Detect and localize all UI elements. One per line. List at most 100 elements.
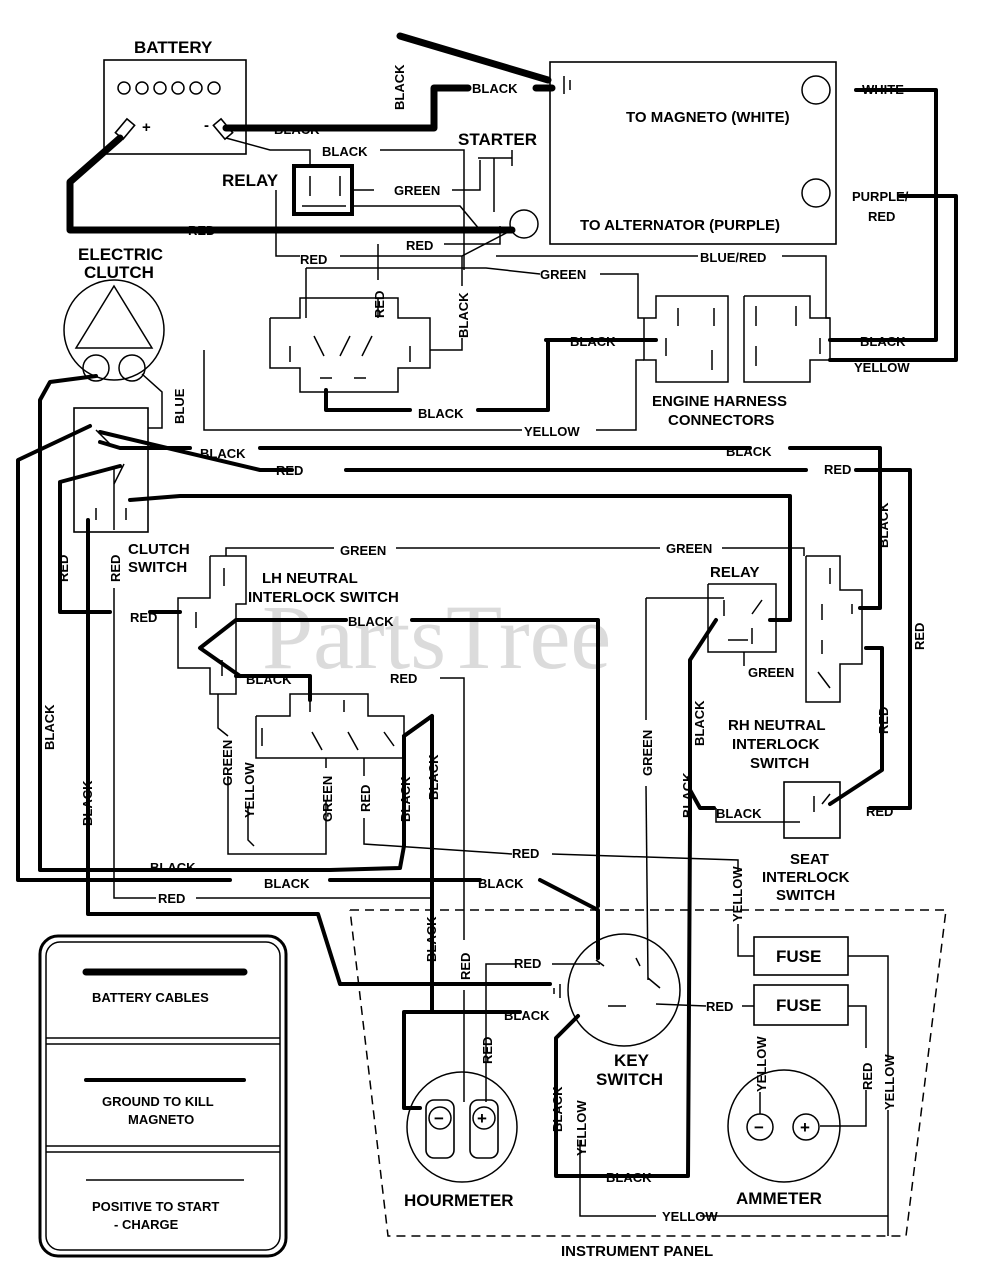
wire-label-black-3: BLACK <box>472 81 518 96</box>
key-switch <box>553 933 681 1047</box>
wire-label-green-4: GREEN <box>666 541 712 556</box>
wire-label-black-20: BLACK <box>716 806 762 821</box>
seat-interlock-switch <box>783 781 841 839</box>
clutch-switch-label-1: CLUTCH <box>128 541 190 558</box>
rh-neutral-label-2: INTERLOCK <box>732 736 820 753</box>
key-switch-label-1: KEY <box>614 1051 650 1070</box>
wire-label-red-14: RED <box>866 804 893 819</box>
legend-positive-1: POSITIVE TO START <box>92 1199 219 1214</box>
positive-wires <box>113 137 889 1236</box>
wire-label-black-27: BLACK <box>606 1170 652 1185</box>
wire-label-red-13: RED <box>876 707 891 734</box>
wire-label-black-10: BLACK <box>726 444 772 459</box>
wire-label-green-1: GREEN <box>394 183 440 198</box>
battery-negative-label: - <box>204 117 209 134</box>
seat-switch-label-1: SEAT <box>790 851 829 868</box>
wire-label-red-20: RED <box>706 999 733 1014</box>
wire-label-black-18: BLACK <box>692 700 707 746</box>
engine-harness-connectors <box>643 295 831 383</box>
wire-label-red-16: RED <box>512 846 539 861</box>
electric-clutch <box>63 279 165 382</box>
relay-top-label: RELAY <box>222 171 279 190</box>
wire-label-yellow-6: YELLOW <box>662 1209 718 1224</box>
wire-label-red-11: RED <box>390 671 417 686</box>
wire-label-black-13: BLACK <box>246 672 292 687</box>
legend-ground-2: MAGNETO <box>128 1112 194 1127</box>
wire-label-black-7: BLACK <box>418 406 464 421</box>
ammeter-label: AMMETER <box>736 1189 822 1208</box>
lh-neutral-label-1: LH NEUTRAL <box>262 570 358 587</box>
wire-label-black-16: BLACK <box>398 776 413 822</box>
seat-switch-label-2: INTERLOCK <box>762 869 850 886</box>
ammeter-minus: − <box>754 1118 764 1137</box>
fuse-lower-label: FUSE <box>776 996 821 1015</box>
watermark: PartsTree <box>262 586 611 688</box>
starter <box>478 150 539 239</box>
solenoid-connector <box>269 297 431 393</box>
starter-label: STARTER <box>458 130 537 149</box>
wire-label-red-2: RED <box>406 238 433 253</box>
seat-harness-connector <box>255 693 405 759</box>
battery <box>103 59 247 155</box>
lh-neutral-label-2: INTERLOCK SWITCH <box>248 589 399 606</box>
wire-label-purple-red-2: RED <box>868 209 895 224</box>
wire-label-red-4: RED <box>372 291 387 318</box>
wire-label-yellow-5: YELLOW <box>574 1100 589 1156</box>
hourmeter <box>406 1071 518 1183</box>
electric-clutch-label-2: CLUTCH <box>84 263 154 282</box>
wire-label-white: WHITE <box>862 82 904 97</box>
wire-label-yellow-1: YELLOW <box>524 424 580 439</box>
legend-battery-cables: BATTERY CABLES <box>92 990 209 1005</box>
wire-label-black-5: BLACK <box>456 292 471 338</box>
legend-positive-2: - CHARGE <box>114 1217 179 1232</box>
wire-label-yellow-8: YELLOW <box>882 1054 897 1110</box>
wire-label-red-21: RED <box>860 1063 875 1090</box>
wire-label-black-14: BLACK <box>42 704 57 750</box>
battery-positive-label: + <box>142 119 151 136</box>
engine-harness-label-1: ENGINE HARNESS <box>652 393 787 410</box>
wire-label-black-6: BLACK <box>570 334 616 349</box>
ground-wires <box>16 88 958 1178</box>
relay-mid-label: RELAY <box>710 564 759 581</box>
hourmeter-label: HOURMETER <box>404 1191 514 1210</box>
instrument-panel-outline <box>349 909 947 1237</box>
wire-label-red-9: RED <box>130 610 157 625</box>
wire-label-red-15: RED <box>158 891 185 906</box>
to-magneto-label: TO MAGNETO (WHITE) <box>626 109 790 126</box>
fuse-lower <box>753 984 849 1026</box>
wire-label-black-22: BLACK <box>264 876 310 891</box>
wire-label-yellow-3: YELLOW <box>242 762 257 818</box>
key-switch-label-2: SWITCH <box>596 1070 663 1089</box>
wire-label-black-12: BLACK <box>348 614 394 629</box>
electric-clutch-label-1: ELECTRIC <box>78 245 163 264</box>
hourmeter-minus: − <box>434 1109 444 1128</box>
wire-label-black-15: BLACK <box>80 780 95 826</box>
wire-label-green-8: GREEN <box>640 730 655 776</box>
rh-neutral-interlock-switch <box>805 555 863 703</box>
wire-label-black-9: BLACK <box>200 446 246 461</box>
hourmeter-plus: + <box>477 1109 487 1128</box>
wire-label-yellow-4: YELLOW <box>730 866 745 922</box>
relay-mid <box>707 583 777 653</box>
wire-label-green-2: GREEN <box>540 267 586 282</box>
wire-label-red-3: RED <box>300 252 327 267</box>
wire-label-red-6: RED <box>824 462 851 477</box>
wire-label-red-19: RED <box>480 1037 495 1064</box>
wire-label-blue: BLUE <box>172 388 187 424</box>
wire-label-black-26: BLACK <box>550 1086 565 1132</box>
legend-ground-1: GROUND TO KILL <box>102 1094 214 1109</box>
wire-label-red-8: RED <box>108 555 123 582</box>
wire-label-black-21: BLACK <box>150 860 196 875</box>
wire-label-black-23: BLACK <box>478 876 524 891</box>
engine-harness-label-2: CONNECTORS <box>668 412 774 429</box>
engine-box <box>549 61 837 245</box>
wire-label-red-12: RED <box>358 785 373 812</box>
wire-label-yellow-2: YELLOW <box>854 360 910 375</box>
ammeter-plus: + <box>800 1118 810 1137</box>
rh-neutral-label-3: SWITCH <box>750 755 809 772</box>
clutch-switch-label-2: SWITCH <box>128 559 187 576</box>
wire-label-green-7: GREEN <box>320 776 335 822</box>
wire-label-black-4: BLACK <box>392 64 407 110</box>
legend <box>38 934 288 1258</box>
